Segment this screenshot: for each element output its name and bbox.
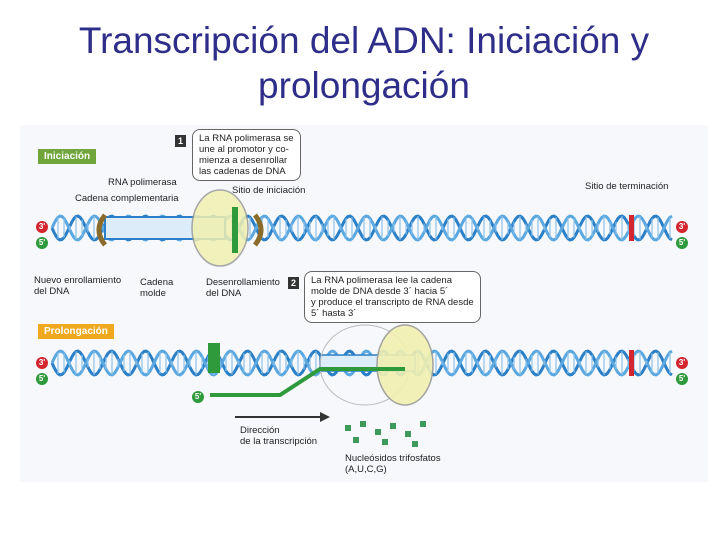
step-2-number: 2 (288, 277, 299, 289)
termination-site-marker (629, 215, 634, 241)
nucleotide-cluster (345, 421, 426, 447)
step-2-callout: La RNA polimerasa lee la cadena molde de… (304, 271, 481, 323)
end-5prime-bottom-left-2: 5' (36, 373, 48, 385)
promoter-marker (208, 343, 220, 373)
step-1-callout: La RNA polimerasa se une al promotor y c… (192, 129, 301, 181)
elongation-dna-helix (50, 349, 673, 377)
initiation-site-marker (232, 207, 238, 253)
label-complementary-strand: Cadena complementaria (75, 193, 179, 204)
unwinding-arrow-icon (252, 213, 264, 247)
end-3prime-top-right: 3' (676, 221, 688, 233)
transcription-diagram: Iniciación Prolongación 1 La RNA polimer… (20, 125, 708, 482)
end-3prime-top-left: 3' (36, 221, 48, 233)
rewinding-arrow-icon (96, 213, 108, 247)
diagram-graphics (50, 189, 673, 447)
label-initiation-site: Sitio de iniciación (232, 185, 306, 196)
step-1-number: 1 (175, 135, 186, 147)
rna-transcript (210, 367, 405, 397)
end-5prime-bottom-right: 5' (676, 237, 688, 249)
label-rna-polymerase: RNA polimerasa (108, 177, 177, 188)
label-termination-site: Sitio de terminación (585, 181, 669, 192)
rna-polymerase-shape (191, 189, 249, 267)
end-3prime-top-right-2: 3' (676, 357, 688, 369)
end-5prime-bottom-left: 5' (36, 237, 48, 249)
page-title: Transcripción del ADN: Iniciación y prol… (78, 20, 650, 106)
end-5prime-bottom-right-2: 5' (676, 373, 688, 385)
label-direction: Dirección de la transcripción (240, 425, 318, 447)
termination-site-marker-2 (629, 350, 634, 376)
label-unwinding: Desenrollamiento del DNA (206, 277, 280, 299)
rna-polymerase-elongating (376, 324, 434, 406)
label-nucleotides: Nucleósidos trifosfatos (A,U,C,G) (345, 453, 441, 475)
stage-initiation-tag: Iniciación (38, 149, 97, 164)
end-3prime-top-left-2: 3' (36, 357, 48, 369)
end-5prime-transcript: 5' (192, 391, 204, 403)
label-rewinding: Nuevo enrollamiento del DNA (34, 275, 122, 297)
label-template-strand: Cadena molde (140, 277, 174, 299)
stage-elongation-tag: Prolongación (38, 324, 114, 339)
